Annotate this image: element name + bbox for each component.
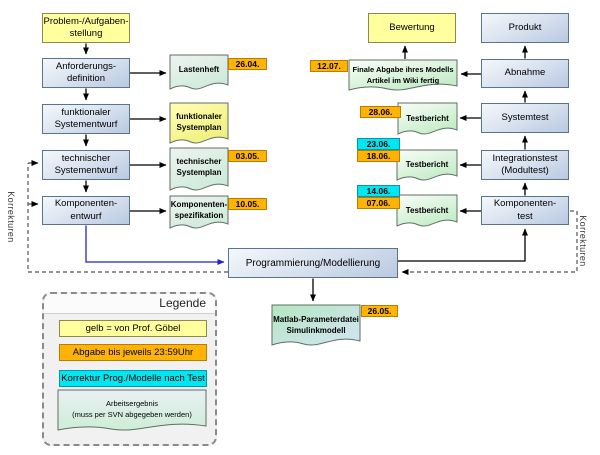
doc-label-komponentenspezifikation: Komponenten- spezifikation	[170, 200, 228, 221]
node-label: Integrationstest (Modultest)	[492, 152, 558, 176]
node-integrationstest: Integrationstest (Modultest)	[481, 150, 569, 180]
legend-item-orange: Abgabe bis jeweils 23:59Uhr	[59, 344, 207, 361]
node-label: Komponenten- entwurf	[54, 198, 118, 222]
date-badge-testbericht-2: 18.06.	[357, 150, 400, 162]
node-label: Problem-/Aufgaben- stellung	[43, 15, 129, 39]
date-badge-finale-abgabe: 12.07.	[310, 60, 348, 72]
date-badge-testbericht-3: 07.06.	[357, 197, 400, 209]
arrow-programmierung-to-komponententest	[398, 228, 528, 262]
korrekturen-label-right: Korrekturen	[578, 215, 588, 267]
node-label: Programmierung/Modellierung	[245, 257, 381, 269]
legend-item-label: Korrektur Prog./Modelle nach Test	[61, 373, 205, 384]
node-programmierung-modellierung: Programmierung/Modellierung	[228, 248, 398, 278]
node-funktionaler-systementwurf: funktionaler Systementwurf	[42, 104, 130, 134]
node-label: Komponenten- test	[493, 198, 557, 222]
node-systemtest: Systemtest	[481, 103, 569, 133]
node-abnahme: Abnahme	[481, 59, 569, 88]
node-label: technischer Systementwurf	[54, 152, 118, 176]
arrow-komponentenentwurf-to-programmierung	[85, 225, 225, 265]
doc-label-testbericht-1: Testbericht	[406, 114, 449, 123]
node-label: funktionaler Systementwurf	[54, 106, 118, 130]
node-komponentenentwurf: Komponenten- entwurf	[42, 196, 130, 225]
date-badge-lastenheft: 26.04.	[228, 58, 267, 70]
node-produkt: Produkt	[481, 13, 569, 43]
korrekturen-label-left: Korrekturen	[6, 191, 16, 243]
date-badge-correction-testbericht-3: 14.06.	[357, 185, 400, 197]
legend-item-label: gelb = von Prof. Göbel	[85, 323, 181, 334]
legend-item-cyan: Korrektur Prog./Modelle nach Test	[59, 370, 207, 387]
doc-label-testbericht-3: Testbericht	[405, 206, 449, 215]
legend-item-yellow: gelb = von Prof. Göbel	[59, 320, 207, 337]
node-technischer-systementwurf: technischer Systementwurf	[42, 150, 130, 180]
doc-label-lastenheft: Lastenheft	[178, 65, 220, 74]
node-komponententest: Komponenten- test	[481, 196, 569, 225]
node-problemstellung: Problem-/Aufgaben- stellung	[42, 13, 130, 43]
date-badge-matlab: 26.05.	[361, 305, 398, 317]
node-label: Anforderungs- definition	[55, 60, 117, 84]
doc-label-technischer-systemplan: technischer Systemplan	[176, 157, 222, 178]
node-label: Produkt	[508, 21, 542, 33]
date-badge-technischer-systemplan: 03.05.	[228, 150, 267, 162]
date-badge-testbericht-1: 28.06.	[360, 106, 401, 118]
date-badge-correction-testbericht-2: 23.06.	[357, 138, 400, 150]
date-badge-komponentenspezifikation: 10.05.	[228, 198, 267, 210]
doc-label-funktionaler-systemplan: funktionaler Systemplan	[176, 112, 222, 133]
node-label: Abnahme	[504, 67, 546, 79]
legend-item-label: Abgabe bis jeweils 23:59Uhr	[72, 347, 194, 358]
doc-label-finale-abgabe: Finale Abgabe ihres Modells Artikel im W…	[352, 65, 454, 85]
node-label: Systemtest	[501, 111, 549, 123]
node-label: Bewertung	[389, 21, 435, 33]
doc-label-testbericht-2: Testbericht	[405, 160, 449, 169]
legend-title: Legende	[44, 294, 215, 314]
legend-panel: Legende gelb = von Prof. Göbel Abgabe bi…	[42, 292, 217, 446]
doc-label-matlab: Matlab-Parameterdatei Simulinkmodell	[273, 315, 359, 336]
node-bewertung: Bewertung	[368, 13, 456, 43]
node-anforderungsdefinition: Anforderungs- definition	[42, 58, 130, 88]
legend-doc-label: Arbeitsergebnis (muss per SVN abgegeben …	[72, 399, 192, 419]
